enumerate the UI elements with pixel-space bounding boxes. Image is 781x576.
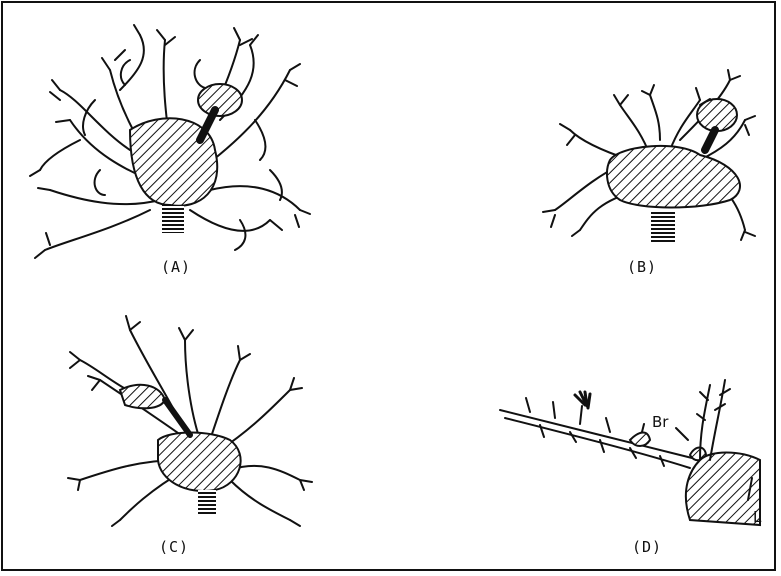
br-label: Br bbox=[652, 413, 668, 431]
panel-c-label: (C) bbox=[159, 538, 189, 556]
l-label: L bbox=[753, 508, 761, 526]
panel-d-branch bbox=[500, 380, 760, 525]
panel-d-label: (D) bbox=[632, 538, 662, 556]
panel-b-tree bbox=[543, 70, 755, 242]
panel-b-label: (B) bbox=[627, 258, 657, 276]
panel-a-tree bbox=[30, 25, 310, 258]
panel-a-label: (A) bbox=[161, 258, 191, 276]
panel-c-tree bbox=[68, 316, 312, 526]
